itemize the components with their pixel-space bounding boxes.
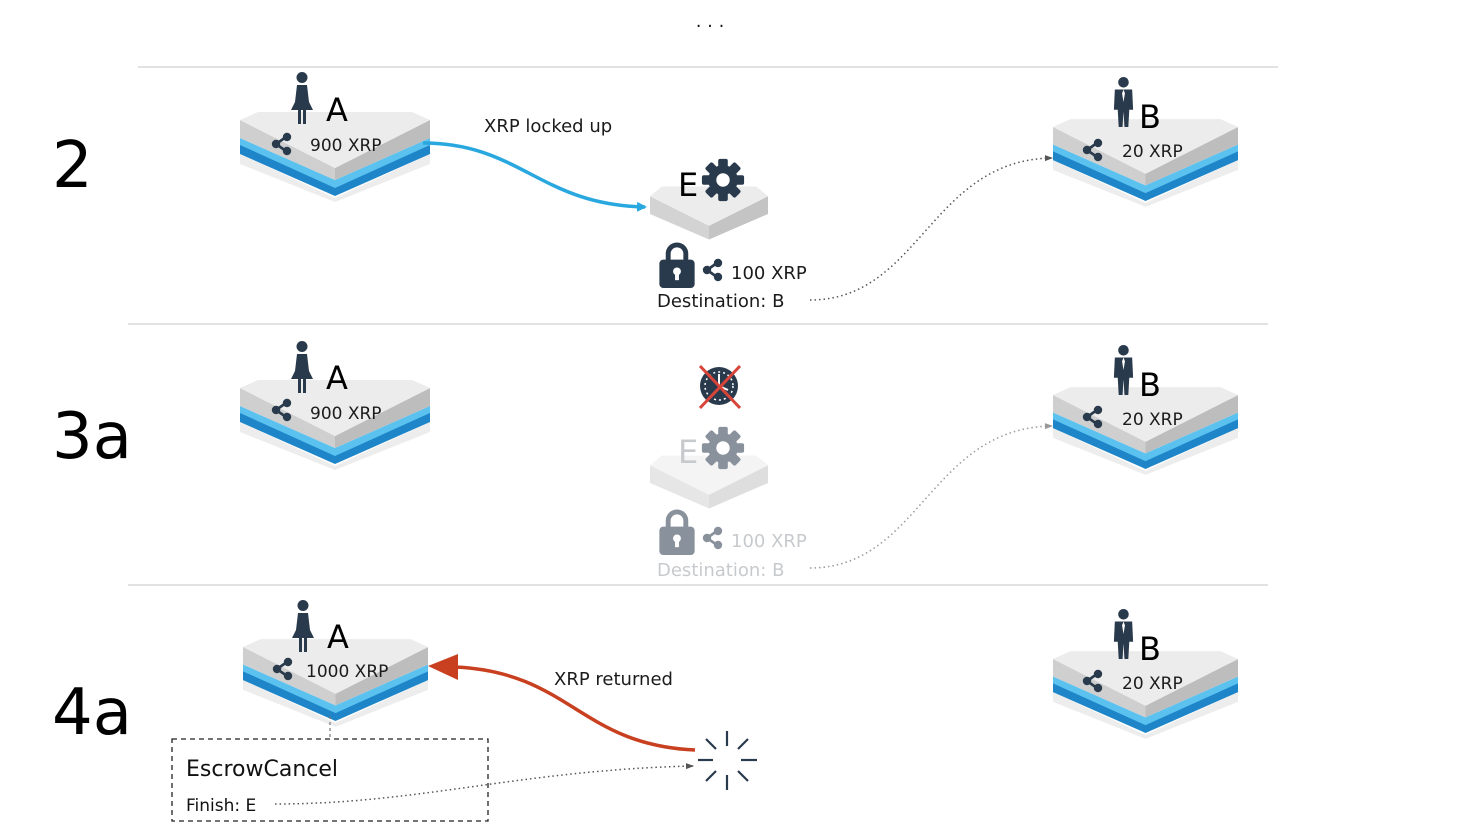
escrow-object: E 100 XRP Destination: B: [650, 158, 807, 312]
account-a: A 900 XRP: [240, 72, 430, 202]
account-balance: 900 XRP: [310, 404, 382, 424]
row-step-3a: 3a A 900 XRP E 100 XRP Destination: B: [52, 341, 1238, 581]
lock-icon: [659, 512, 694, 555]
transaction-box: [171, 738, 489, 822]
step-label: 2: [52, 129, 93, 203]
account-a: A 1000 XRP: [243, 600, 428, 727]
account-balance: 20 XRP: [1122, 410, 1183, 430]
step-label: 3a: [52, 400, 132, 474]
finish-reference-link: [274, 763, 694, 805]
account-balance: 900 XRP: [310, 136, 382, 156]
account-letter: B: [1139, 98, 1161, 136]
lock-arrow: [422, 141, 647, 212]
expired-clock-icon: [698, 364, 742, 410]
transaction-type: EscrowCancel: [186, 757, 338, 782]
account-letter: B: [1139, 630, 1161, 668]
escrow-cancel-transaction: EscrowCancel Finish: E: [171, 738, 489, 822]
step-label: 4a: [52, 676, 132, 750]
continuation-ellipsis: · · ·: [696, 16, 725, 37]
xrp-icon: [702, 526, 724, 550]
account-a: A 900 XRP: [240, 341, 430, 470]
escrow-destination: Destination: B: [657, 560, 784, 581]
account-b: B 20 XRP: [1053, 77, 1238, 207]
arrow-label: XRP returned: [554, 669, 673, 690]
account-letter: B: [1139, 366, 1161, 404]
escrow-letter: E: [678, 166, 698, 204]
escrow-amount: 100 XRP: [731, 263, 807, 284]
row-step-4a: 4a A 1000 XRP XRP returned Es: [52, 600, 1238, 822]
row-step-2: 2 A 900 XRP XRP locked up E 100 XRP Dest…: [52, 72, 1238, 312]
return-arrow: [454, 665, 696, 752]
transaction-field: Finish: E: [186, 796, 256, 816]
account-balance: 20 XRP: [1122, 674, 1183, 694]
account-letter: A: [326, 359, 348, 397]
escrow-letter: E: [678, 433, 698, 471]
account-balance: 20 XRP: [1122, 142, 1183, 162]
destination-link: [809, 423, 1053, 569]
account-letter: A: [326, 91, 348, 129]
return-arrow-head: [428, 654, 458, 680]
account-balance: 1000 XRP: [306, 662, 388, 682]
xrp-icon: [702, 258, 724, 282]
destination-link: [809, 155, 1053, 301]
account-letter: A: [327, 618, 349, 656]
account-b: B 20 XRP: [1053, 345, 1238, 475]
escrow-amount: 100 XRP: [731, 531, 807, 552]
gear-icon: [701, 426, 745, 470]
escrow-destination: Destination: B: [657, 291, 784, 312]
account-b: B 20 XRP: [1053, 609, 1238, 739]
arrow-label: XRP locked up: [484, 116, 612, 137]
gear-icon: [701, 158, 745, 202]
lock-icon: [659, 245, 694, 288]
escrow-object: E 100 XRP Destination: B: [650, 426, 807, 581]
vanish-burst-icon: [698, 731, 757, 790]
